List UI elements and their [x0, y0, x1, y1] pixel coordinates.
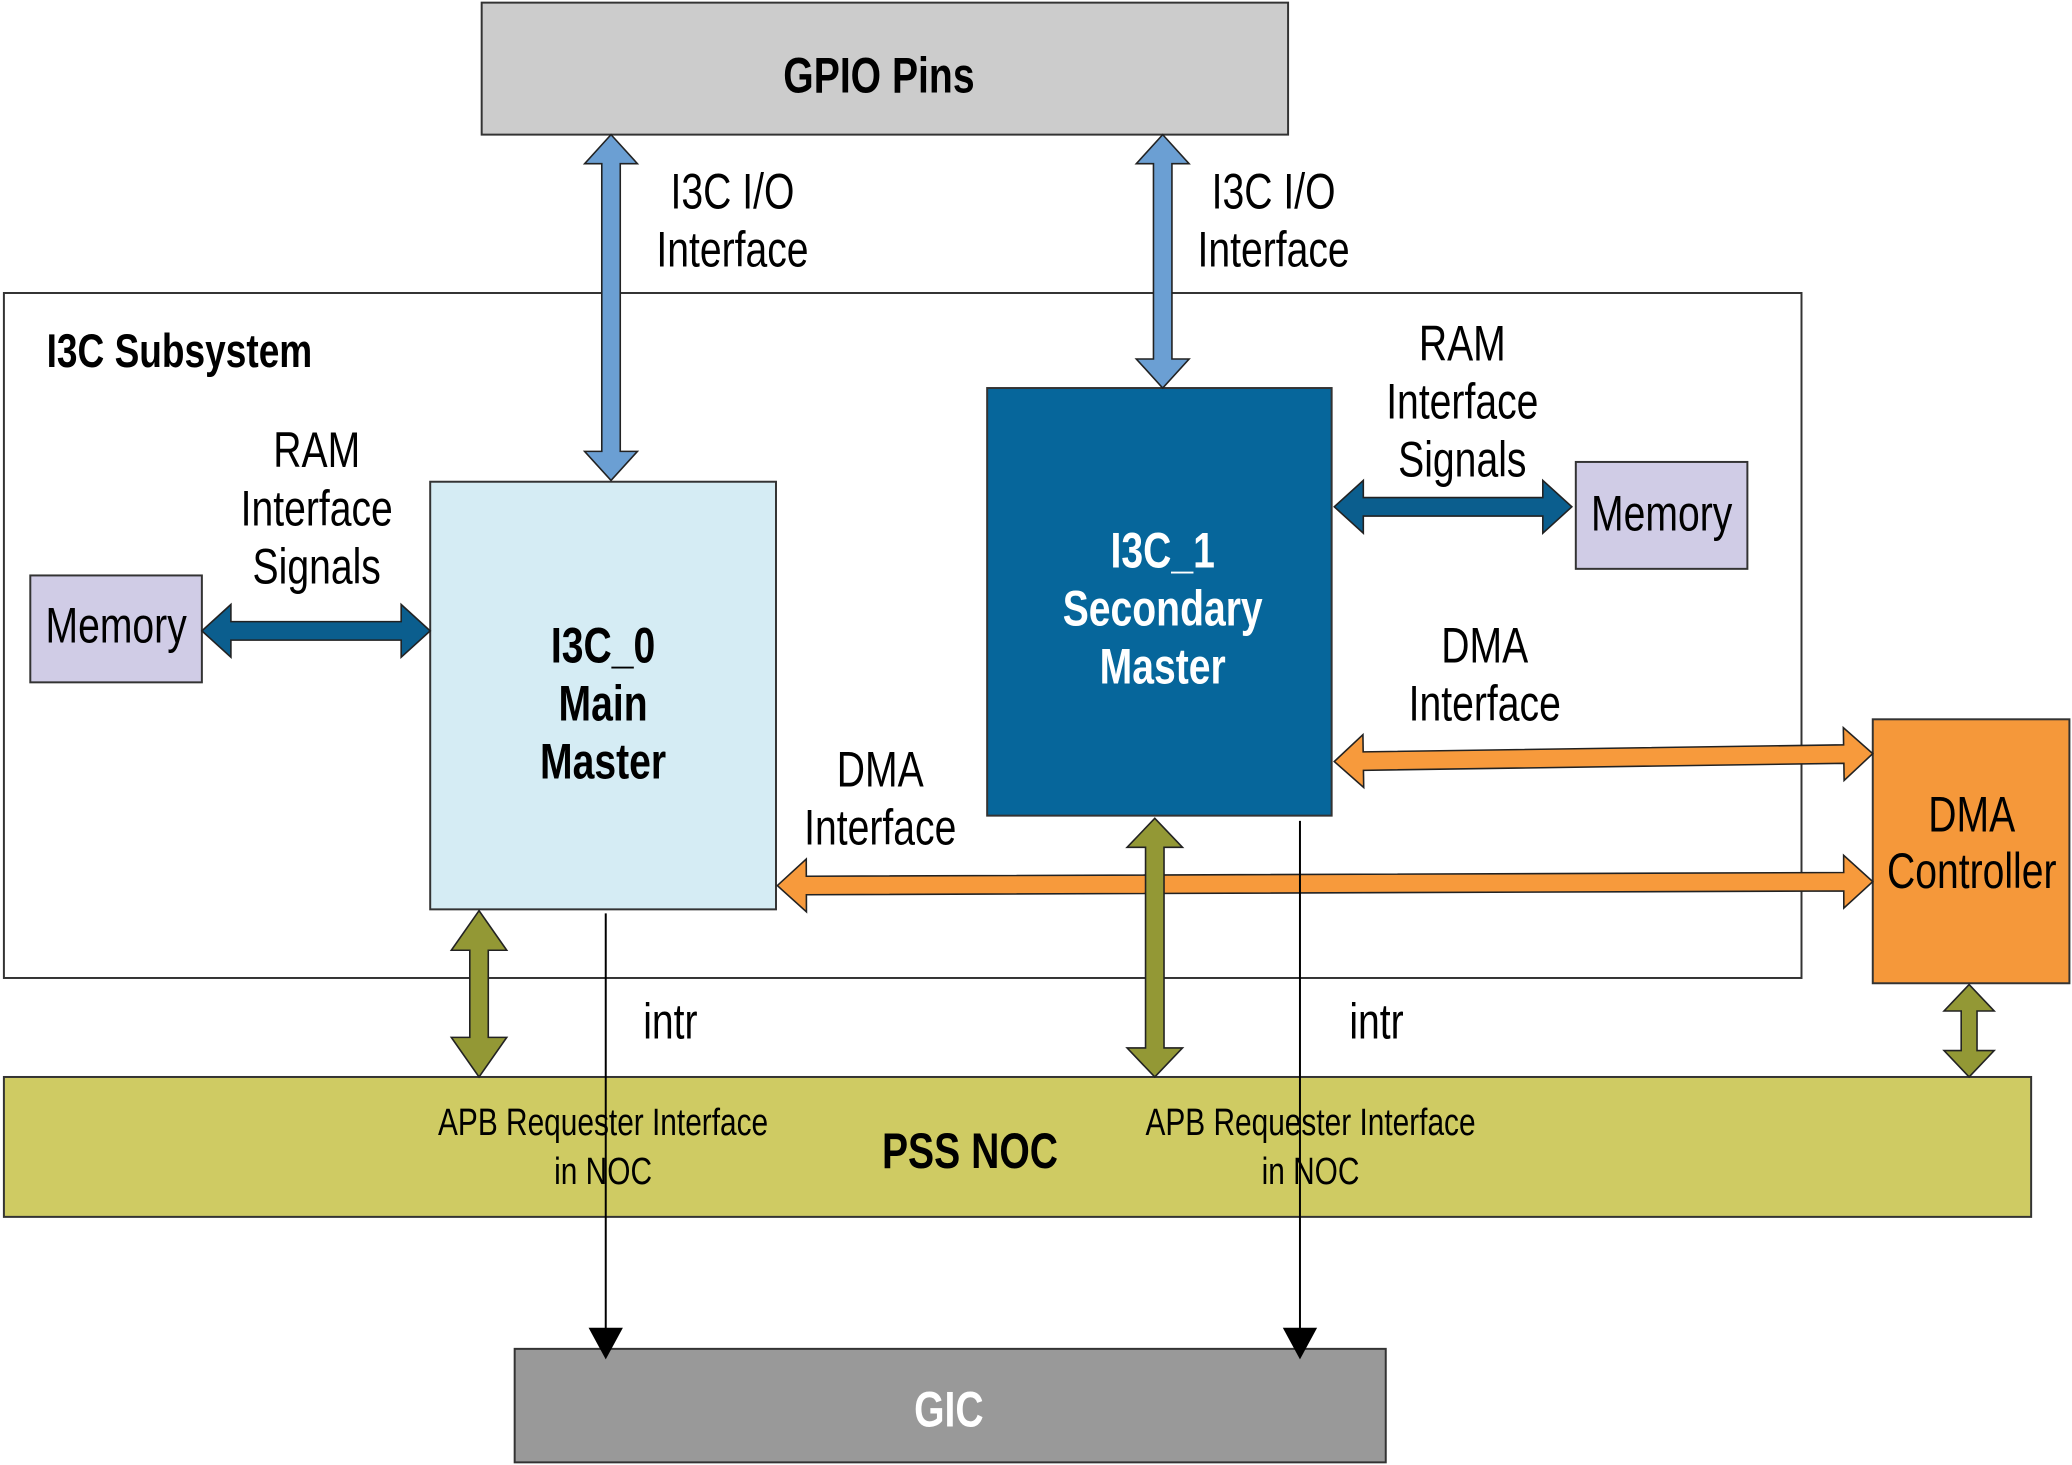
i3c1-line2: Secondary [1063, 580, 1263, 637]
i3c1-secondary-master-block [986, 387, 1333, 817]
ram-label-left-line3: Signals [253, 538, 381, 595]
apb-right-line2: in NOC [1262, 1150, 1360, 1192]
io-label-left-line1: I3C I/O [670, 163, 794, 220]
i3c0-line3: Master [540, 733, 666, 790]
i3c-subsystem-label: I3C Subsystem [47, 325, 313, 379]
dma-label-bottom-line2: Interface [804, 799, 956, 856]
memory-left-label: Memory [46, 597, 188, 654]
dma-controller-line2: Controller [1887, 843, 2057, 900]
ram-label-left-line1: RAM [273, 421, 360, 478]
intr-left-arrowhead-icon [588, 1327, 623, 1360]
intr-right-arrowhead-icon [1282, 1327, 1318, 1360]
dma-label-top-line2: Interface [1409, 675, 1561, 732]
io-label-left-line2: Interface [656, 221, 808, 278]
io-arrow-left [582, 133, 640, 482]
memory-right-label: Memory [1591, 485, 1733, 542]
pss-noc-label: PSS NOC [882, 1122, 1058, 1179]
io-label-right-line2: Interface [1197, 221, 1349, 278]
dma-controller-line1: DMA [1928, 786, 2015, 843]
apb-arrow-dma [1942, 983, 1997, 1079]
connections [200, 133, 1997, 1360]
io-label-right-line1: I3C I/O [1212, 163, 1336, 220]
i3c0-line1: I3C_0 [551, 617, 655, 674]
memory-right-block [1574, 460, 1749, 570]
intr-label-right: intr [1349, 993, 1403, 1050]
apb-left-line2: in NOC [554, 1150, 652, 1192]
dma-label-bottom-line1: DMA [837, 741, 924, 798]
dma-arrow-top [1333, 725, 1874, 790]
ram-label-right-line1: RAM [1419, 315, 1506, 372]
dma-arrow-bottom [776, 853, 1874, 914]
apb-right-line1: APB Requester Interface [1145, 1102, 1475, 1144]
i3c1-line1: I3C_1 [1111, 522, 1215, 579]
gpio-pins-block [480, 1, 1290, 136]
i3c0-main-master-block [429, 480, 777, 911]
ram-label-right-line2: Interface [1386, 373, 1538, 430]
gic-label: GIC [914, 1381, 984, 1438]
ram-label-right-line3: Signals [1398, 431, 1526, 488]
i3c0-line2: Main [559, 675, 648, 732]
gpio-pins-label: GPIO Pins [783, 47, 974, 104]
dma-controller-block [1871, 718, 2071, 985]
intr-label-left: intr [643, 993, 697, 1050]
pss-noc-block [2, 1075, 2033, 1218]
ram-label-left-line2: Interface [241, 480, 393, 537]
memory-left-block [29, 574, 203, 684]
gic-block [513, 1347, 1387, 1464]
dma-label-top-line1: DMA [1441, 617, 1528, 674]
ram-arrow-left [200, 602, 432, 660]
i3c-subsystem-boundary [2, 292, 1803, 979]
io-arrow-right [1134, 133, 1191, 390]
i3c1-line3: Master [1100, 638, 1226, 695]
apb-arrow-left [449, 909, 509, 1079]
ram-arrow-right [1333, 478, 1574, 535]
apb-arrow-right [1125, 817, 1185, 1079]
apb-left-line1: APB Requester Interface [438, 1102, 768, 1144]
